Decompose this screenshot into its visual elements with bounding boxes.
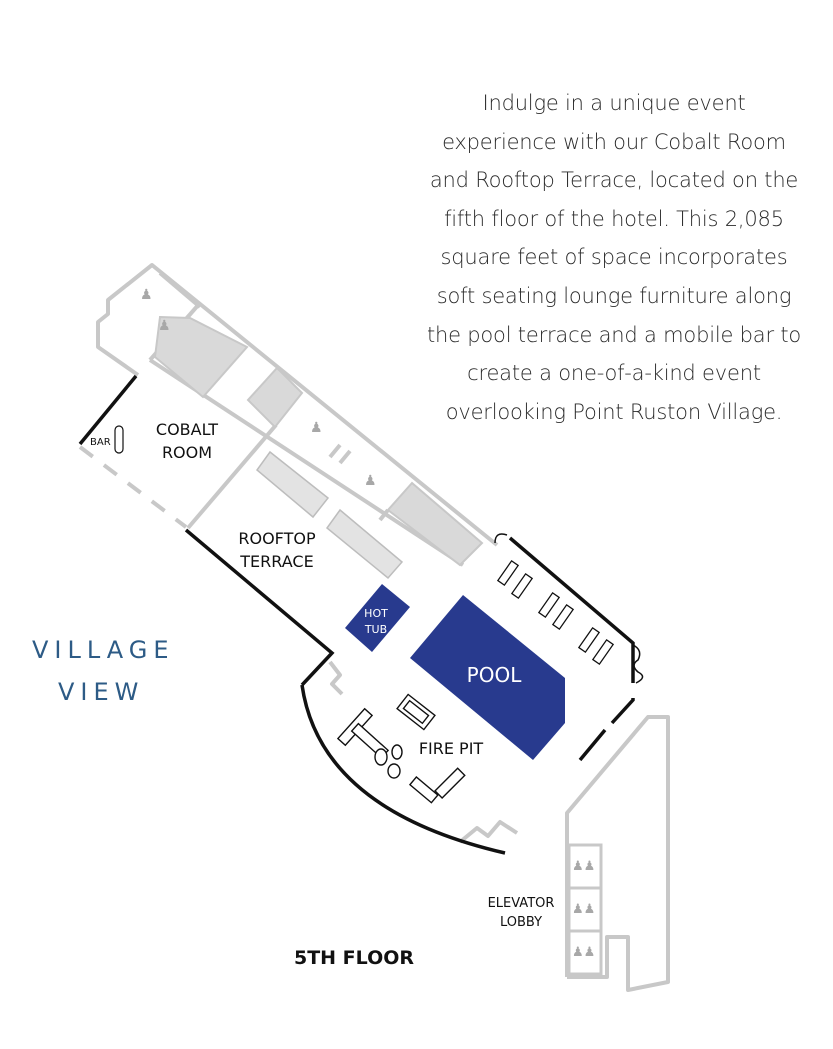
restroom-icon: ♟: [158, 317, 171, 333]
venue-description: Indulge in a unique event experience wit…: [410, 84, 818, 431]
chaise-lounge: [591, 638, 615, 666]
chaise-lounge: [537, 591, 561, 619]
description-line: and Rooftop Terrace, located on the: [429, 168, 799, 193]
door-icon: [632, 644, 644, 684]
cobalt-room-label: ROOM: [162, 443, 212, 462]
pool: [410, 595, 565, 760]
room-divider-wall: [186, 423, 278, 530]
fire-pit-label: FIRE PIT: [419, 739, 484, 758]
door-icon: [494, 533, 508, 544]
sofa-section: [408, 776, 439, 804]
sofa-section: [434, 767, 466, 799]
svg-text:♟♟: ♟♟: [572, 901, 595, 916]
description-line: experience with our Cobalt Room: [442, 129, 786, 154]
floor-name-label: 5TH FLOOR: [294, 947, 414, 969]
hot-tub: [345, 584, 410, 652]
chaise-lounge: [496, 559, 520, 587]
restroom-icon: ♟: [364, 472, 377, 488]
village-view-label-line2: VIEW: [58, 678, 145, 706]
dashed-window-line: [78, 445, 188, 529]
village-view-label-line1: VILLAGE: [32, 636, 175, 664]
planters: [255, 450, 404, 580]
hot-tub-label: HOT: [364, 607, 388, 620]
terrace-wall: [184, 528, 335, 687]
pool-deck-wall: [508, 536, 635, 683]
lounge-chair: [374, 748, 388, 766]
restroom-icons: ♟ ♟ ♟ ♟: [140, 286, 377, 488]
elevator-lobby-label: ELEVATOR: [488, 896, 555, 911]
elevator-icon: [567, 929, 603, 976]
service-room: [153, 315, 249, 399]
description-line: overlooking Point Ruston Village.: [445, 399, 783, 424]
restroom-icon: ♟: [310, 419, 323, 435]
service-rooms: [153, 315, 484, 567]
bar-wall: [78, 374, 138, 446]
curved-wall: [300, 684, 506, 855]
service-room: [246, 366, 304, 429]
chaise-lounge: [577, 626, 601, 654]
description-line: fifth floor of the hotel. This 2,085: [444, 206, 784, 231]
description-line: soft seating lounge furniture along: [436, 283, 792, 308]
chaise-lounge: [510, 572, 534, 600]
description-line: the pool terrace and a mobile bar to: [426, 322, 802, 347]
cobalt-room-label: COBALT: [156, 420, 218, 439]
hot-tub-label: TUB: [364, 623, 387, 636]
bar-label: BAR: [90, 437, 111, 448]
service-room: [386, 481, 484, 567]
lounge-chair: [391, 744, 403, 760]
outer-wall-gray: [96, 263, 499, 547]
fire-pit-furniture: [336, 693, 466, 804]
rooftop-terrace-label: TERRACE: [239, 552, 313, 571]
description-line: create a one-of-a-kind event: [467, 361, 761, 386]
elevator-lobby-outline: [565, 715, 670, 992]
elevators: ♟♟ ♟♟ ♟♟: [567, 843, 603, 976]
svg-text:♟♟: ♟♟: [572, 944, 595, 959]
restroom-icon: ♟: [140, 286, 153, 302]
elevator-lobby-label: LOBBY: [500, 915, 542, 930]
svg-text:♟♟: ♟♟: [572, 858, 595, 873]
description-line: square feet of space incorporates: [440, 245, 788, 270]
rooftop-terrace-label: ROOFTOP: [238, 529, 316, 548]
pool-label: POOL: [467, 663, 523, 687]
planter: [325, 508, 404, 580]
chaise-lounge: [551, 603, 575, 631]
lounge-chair: [387, 763, 401, 779]
planter: [255, 450, 330, 519]
description-line: Indulge in a unique event: [482, 91, 746, 115]
lounge-chairs: [496, 559, 615, 666]
mobile-bar-icon: [114, 425, 124, 454]
exterior-walls: [78, 374, 635, 855]
